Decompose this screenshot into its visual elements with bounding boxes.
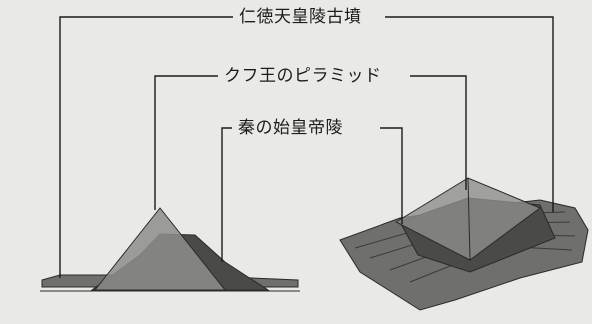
leader-line-khufu-left: [154, 75, 218, 210]
leader-line-qin-left: [221, 127, 232, 262]
leader-lines: [59, 16, 554, 278]
khufu-perspective-pyramid: [394, 177, 542, 261]
khufu-side-silhouette: [93, 207, 227, 291]
khufu-perspective-edge: [467, 177, 471, 261]
perspective-view-group: [339, 177, 589, 311]
leader-line-qin-right: [380, 127, 403, 224]
label-khufu-pyramid: クフ王のピラミッド: [218, 66, 388, 86]
label-qin-shi-huang-mausoleum: 秦の始皇帝陵: [232, 118, 349, 138]
leader-line-khufu-right: [410, 75, 467, 190]
side-view-group: [40, 207, 300, 292]
label-nintoku-tomb: 仁徳天皇陵古墳: [233, 7, 368, 27]
leader-line-nintoku-left: [59, 16, 233, 278]
leader-line-nintoku-right: [385, 16, 554, 212]
